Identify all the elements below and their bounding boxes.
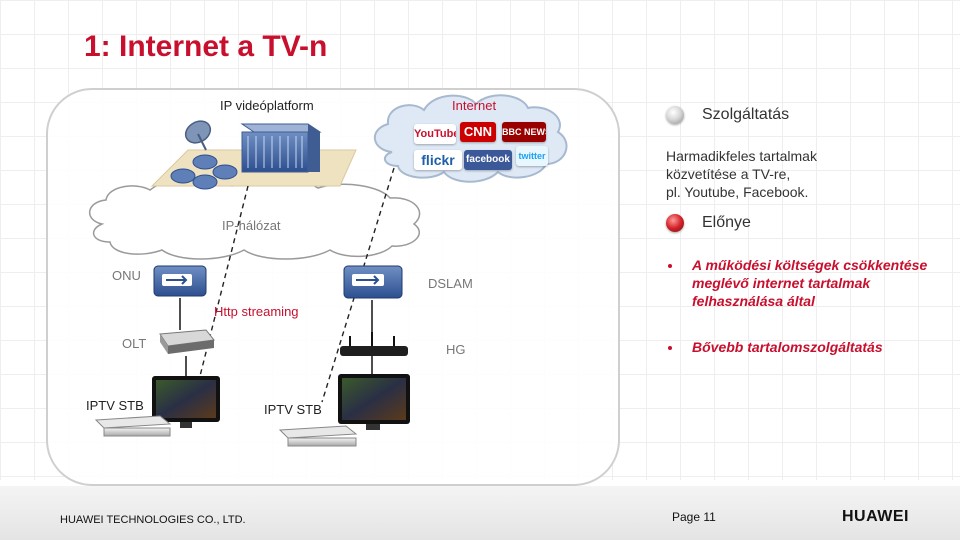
twitter-logo: twitter bbox=[516, 146, 548, 166]
advantage-1-line-1: A működési költségek csökkentése bbox=[692, 257, 928, 273]
services-line-3: pl. Youtube, Facebook. bbox=[666, 184, 809, 200]
connection-lines bbox=[179, 298, 373, 378]
advantage-1-line-3: felhasználása által bbox=[692, 293, 815, 309]
hg-router-icon bbox=[340, 332, 408, 356]
ip-videoplatform-label: IP videóplatform bbox=[220, 98, 314, 113]
dslam-label: DSLAM bbox=[428, 276, 473, 291]
dslam-device-icon bbox=[343, 265, 403, 299]
footer-company: HUAWEI TECHNOLOGIES CO., LTD. bbox=[60, 514, 246, 526]
http-streaming-label: Http streaming bbox=[214, 304, 299, 319]
advantage-1-line-2: meglévő internet tartalmak bbox=[692, 275, 871, 291]
advantage-2-dot bbox=[668, 346, 672, 350]
services-line-1: Harmadikfeles tartalmak bbox=[666, 148, 817, 164]
olt-label: OLT bbox=[122, 336, 147, 351]
page-number: Page 11 bbox=[672, 510, 716, 524]
ip-network-cloud bbox=[89, 176, 421, 260]
onu-device-icon bbox=[153, 265, 207, 297]
internet-label: Internet bbox=[452, 98, 497, 113]
ip-network-label: IP-hálózat bbox=[222, 218, 281, 233]
cnn-logo: CNN bbox=[460, 122, 496, 142]
brand-wordmark: HUAWEI bbox=[842, 508, 909, 525]
advantages-heading: Előnye bbox=[702, 214, 751, 231]
stb-right-icon bbox=[278, 425, 358, 447]
iptv-stb-left-label: IPTV STB bbox=[86, 398, 144, 413]
tv-right-icon bbox=[338, 374, 410, 430]
advantages-bullet-icon bbox=[666, 214, 684, 232]
services-line-2: közvetítése a TV-re, bbox=[666, 166, 791, 182]
satellite-dish-icon bbox=[184, 120, 212, 151]
bbc-news-logo: BBC NEWS bbox=[502, 122, 546, 142]
olt-device-icon bbox=[159, 329, 215, 354]
hg-label: HG bbox=[446, 342, 466, 357]
services-heading: Szolgáltatás bbox=[702, 106, 790, 123]
onu-label: ONU bbox=[112, 268, 141, 283]
router-icons bbox=[170, 154, 238, 190]
facebook-logo: facebook bbox=[464, 150, 512, 170]
flickr-logo: flickr bbox=[414, 150, 462, 170]
iptv-stb-right-label: IPTV STB bbox=[264, 402, 322, 417]
advantage-2-line-1: Bővebb tartalomszolgáltatás bbox=[692, 339, 883, 355]
footer-bar bbox=[0, 486, 960, 540]
page-title: 1: Internet a TV-n bbox=[84, 30, 328, 63]
services-bullet-icon bbox=[666, 106, 684, 124]
youtube-logo: YouTube bbox=[414, 124, 456, 144]
stb-left-icon bbox=[94, 415, 172, 437]
tv-left-icon bbox=[152, 376, 220, 428]
advantage-1-dot bbox=[668, 264, 672, 268]
server-rack-icon bbox=[240, 123, 322, 173]
